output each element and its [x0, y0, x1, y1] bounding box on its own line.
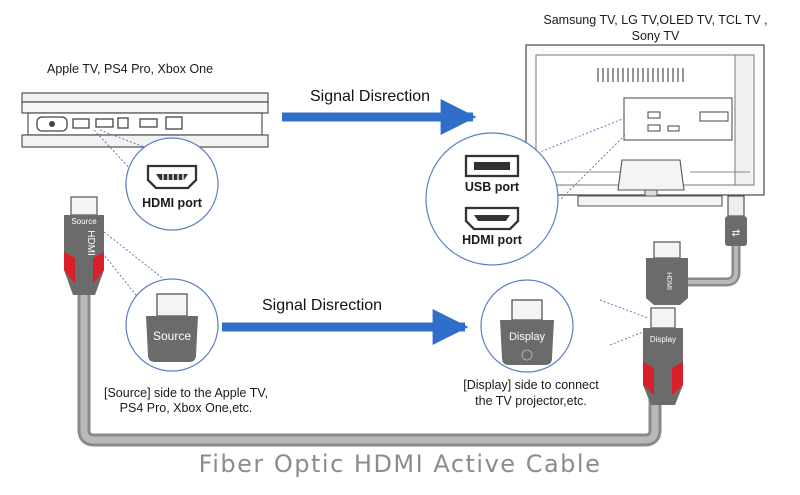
source-connector-label: Source [71, 217, 97, 226]
signal-direction-mid-label: Signal Disrection [262, 297, 383, 314]
source-desc-line2: PS4 Pro, Xbox One,etc. [119, 401, 253, 415]
usb-port-icon [464, 154, 520, 178]
source-connector-callout [125, 278, 219, 372]
usb-power-adapter: ⇄ [646, 195, 747, 305]
callout-display-label: Display [509, 331, 546, 343]
tv-hdmi-port-label: HDMI port [462, 233, 522, 247]
tv-ports-callout [425, 132, 559, 266]
signal-direction-top-label: Signal Disrection [310, 88, 431, 105]
display-desc-line1: [Display] side to connect [463, 378, 599, 392]
source-devices-label: Apple TV, PS4 Pro, Xbox One [47, 62, 214, 76]
tv-hdmi-port-icon [464, 206, 520, 231]
game-console [21, 92, 269, 148]
callout-source-label: Source [153, 329, 191, 343]
source-desc-line1: [Source] side to the Apple TV, [103, 386, 268, 400]
hdmi-connector-label: HDMI [85, 230, 96, 256]
display-desc-line2: the TV projector,etc. [475, 394, 587, 408]
source-hdmi-connector [64, 196, 104, 295]
display-connector-label: Display [650, 335, 676, 344]
adapter-hdmi-label: HDMI [665, 272, 672, 290]
tv-devices-label-2: Sony TV [631, 29, 680, 43]
hdmi-port-callout [125, 137, 219, 231]
television [525, 44, 765, 207]
fiber-cable [77, 288, 662, 447]
svg-text:⇄: ⇄ [732, 228, 740, 239]
page-title: Fiber Optic HDMI Active Cable [198, 450, 602, 478]
tv-devices-label-1: Samsung TV, LG TV,OLED TV, TCL TV , [543, 13, 768, 27]
callout-lines [93, 117, 649, 346]
display-hdmi-connector [643, 307, 683, 405]
usb-port-label: USB port [464, 180, 520, 194]
hdmi-port-label: HDMI port [142, 196, 202, 210]
usb-connector-icon: ⇄ [725, 195, 747, 246]
hdmi-port-icon [146, 164, 198, 190]
display-connector-callout [480, 279, 574, 373]
